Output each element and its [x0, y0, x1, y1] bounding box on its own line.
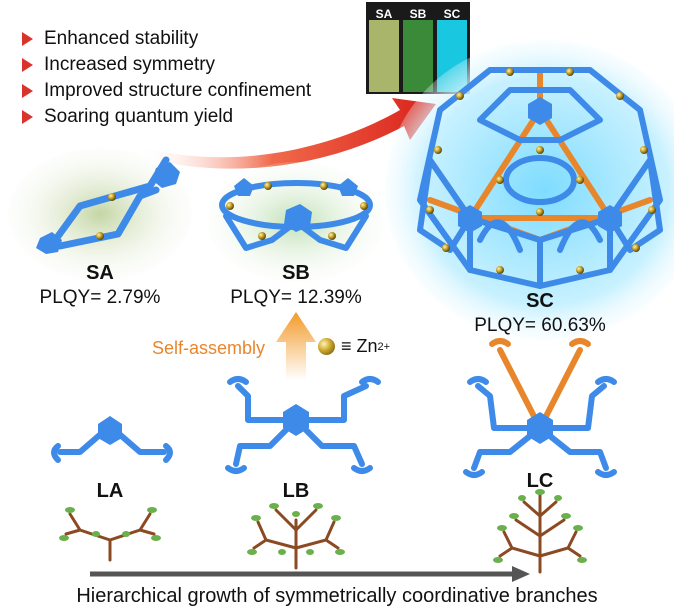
bullet-arrow-icon: [22, 110, 33, 124]
feature-item: Soaring quantum yield: [22, 104, 311, 130]
plqy-sb: PLQY= 12.39%: [230, 287, 362, 308]
feature-item: Enhanced stability: [22, 26, 311, 52]
bullet-arrow-icon: [22, 32, 33, 46]
plqy-sc: PLQY= 60.63%: [474, 315, 606, 336]
figure-caption: Hierarchical growth of symmetrically coo…: [76, 585, 598, 607]
zinc-ball-icon: [318, 338, 335, 355]
vial-sb: [403, 20, 433, 92]
tree-lc: [493, 489, 587, 574]
ligand-lc: [463, 338, 617, 478]
sb-zn-nodes: [226, 182, 368, 240]
sc-glow: [385, 40, 674, 340]
sa-zn-node: [96, 232, 104, 240]
ligand-label-lc: LC: [526, 470, 554, 492]
vial-label-sc: SC: [443, 7, 461, 21]
sb-structure: [219, 178, 373, 251]
feature-list: Enhanced stability Increased symmetry Im…: [22, 26, 311, 130]
sc-cage: [417, 67, 663, 289]
compound-name-sc: SC: [526, 290, 554, 312]
self-assembly-label: Self-assembly: [152, 338, 266, 358]
ligand-lb: [225, 376, 381, 474]
bullet-arrow-icon: [22, 58, 33, 72]
ligand-label-la: LA: [96, 480, 124, 502]
vial-sa: [369, 20, 399, 92]
plqy-sa: PLQY= 2.79%: [39, 287, 161, 308]
ligand-label-lb: LB: [282, 480, 310, 502]
sc-zn-nodes: [426, 68, 656, 274]
growth-arrow: [90, 566, 530, 582]
tree-la: [59, 507, 161, 562]
feature-item: Increased symmetry: [22, 52, 311, 78]
feature-item: Improved structure confinement: [22, 78, 311, 104]
vial-label-sb: SB: [409, 7, 427, 21]
self-assembly-arrow: [276, 312, 316, 380]
bullet-arrow-icon: [22, 84, 33, 98]
compound-name-sa: SA: [86, 262, 114, 284]
sa-zn-node: [108, 193, 116, 201]
tree-lb: [247, 503, 345, 570]
ligand-la: [51, 416, 173, 463]
compound-name-sb: SB: [282, 262, 310, 284]
vial-label-sa: SA: [375, 7, 393, 21]
vial-photo: [366, 2, 470, 94]
